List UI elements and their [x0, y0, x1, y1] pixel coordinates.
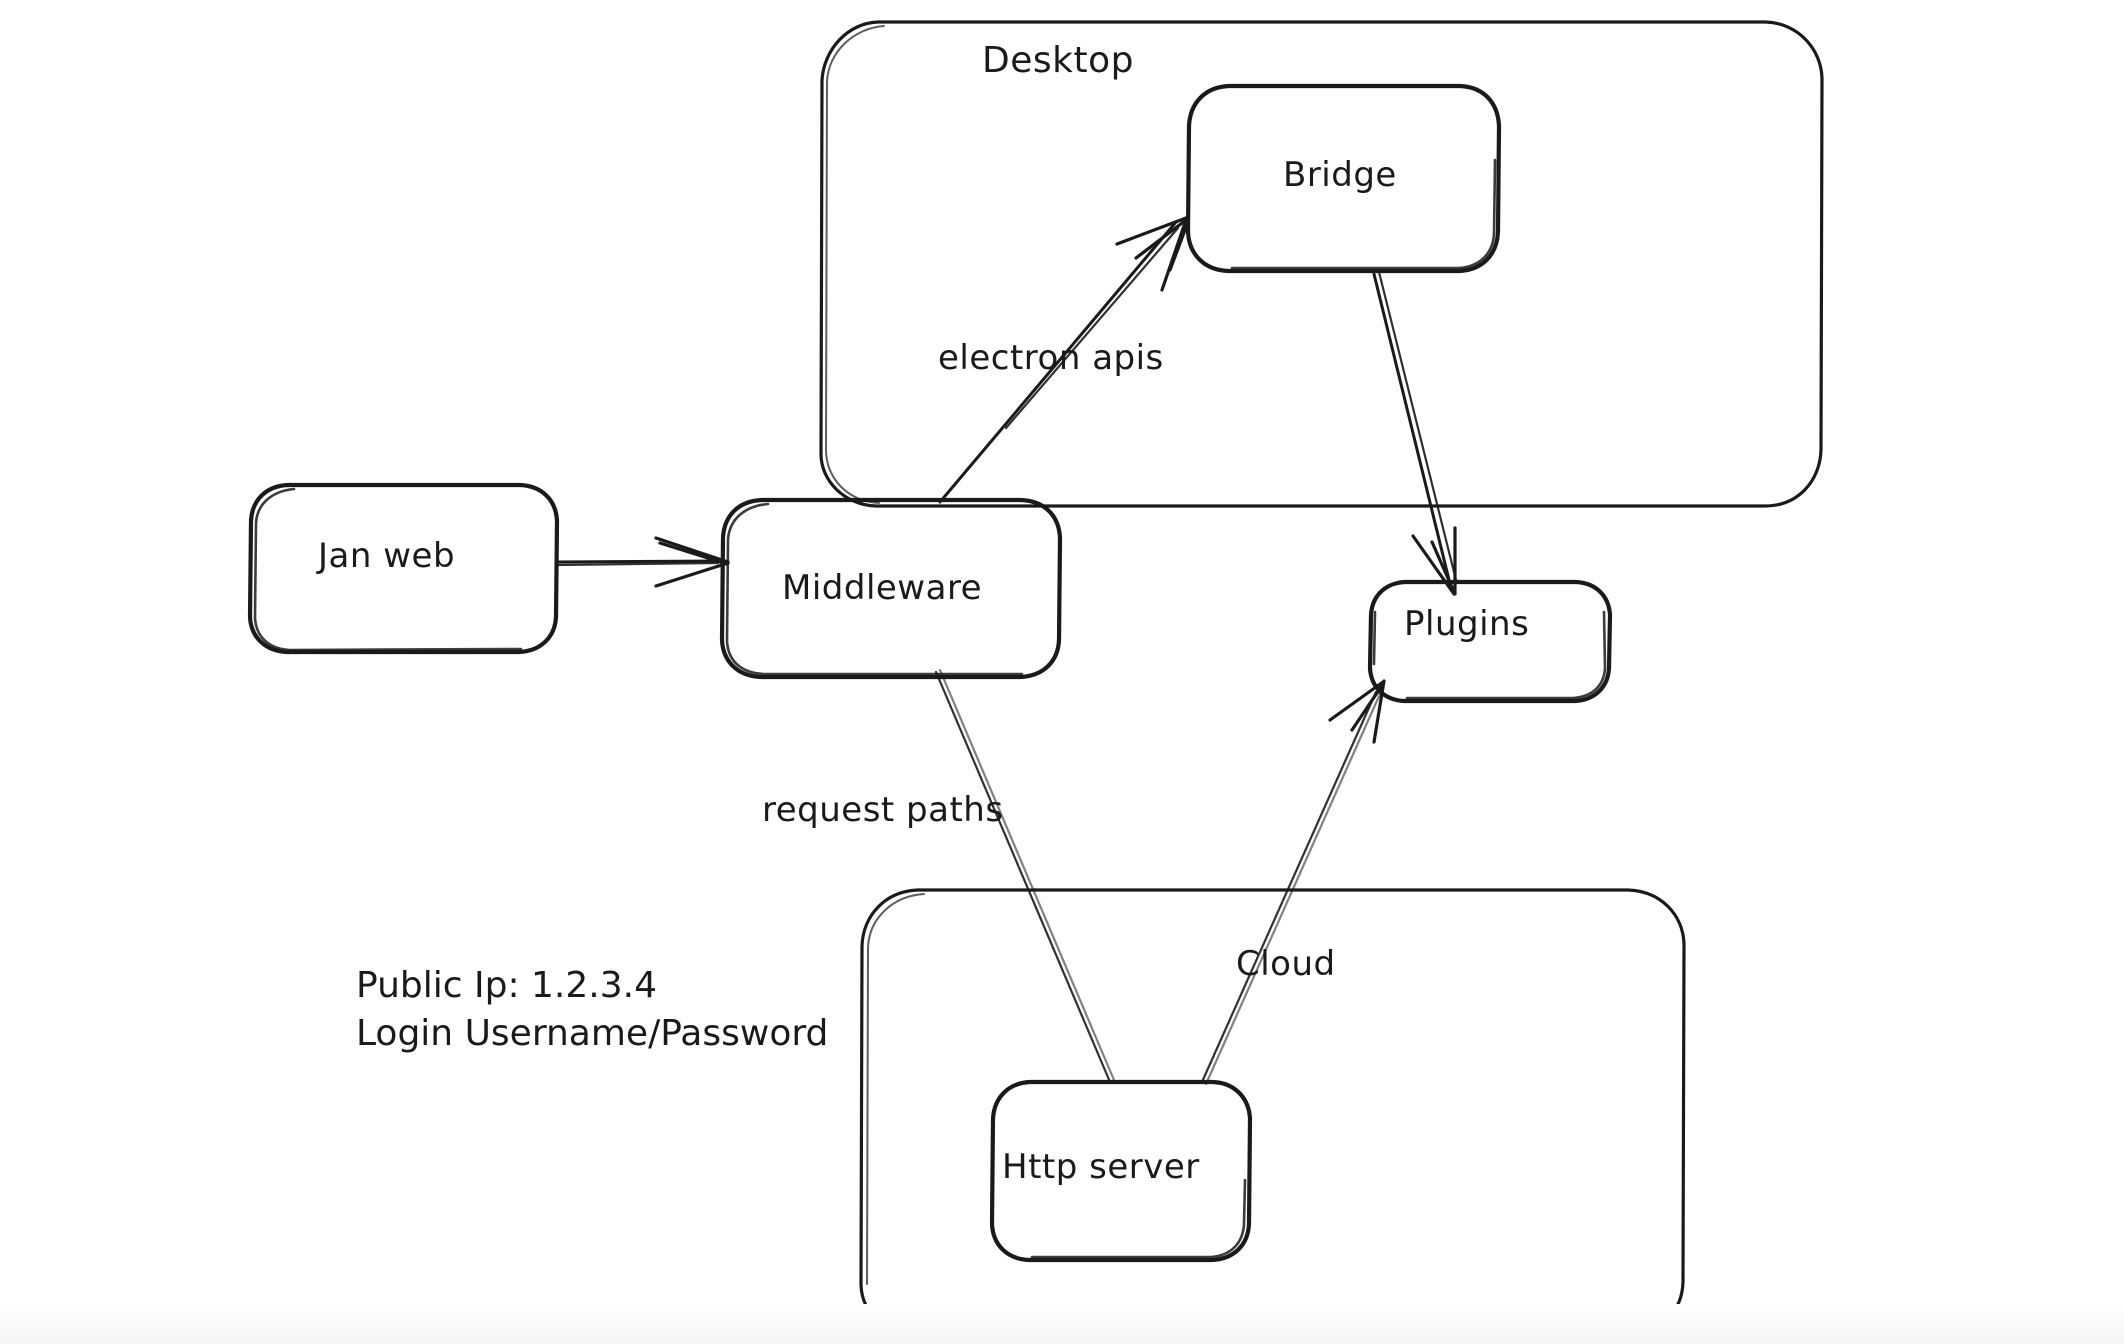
edge-label-request-paths: request paths [762, 790, 1004, 830]
notes-block: Public Ip: 1.2.3.4 Login Username/Passwo… [356, 962, 828, 1057]
edge-middleware-httpserver[interactable] [934, 668, 1116, 1084]
edge-janweb-middleware[interactable] [554, 536, 730, 588]
container-label-desktop: Desktop [982, 40, 1134, 81]
node-label-jan-web: Jan web [318, 536, 456, 576]
node-label-bridge: Bridge [1283, 155, 1397, 195]
edge-middleware-bridge[interactable] [938, 215, 1190, 504]
node-label-middleware: Middleware [782, 568, 983, 608]
edge-httpserver-plugins[interactable] [1200, 679, 1386, 1086]
note-login: Login Username/Password [356, 1012, 829, 1054]
edge-bridge-plugins[interactable] [1372, 270, 1458, 596]
node-http-server-shape[interactable] [989, 1079, 1253, 1263]
node-label-plugins: Plugins [1404, 604, 1530, 644]
edge-label-cloud: Cloud [1236, 944, 1336, 984]
container-desktop-shape[interactable] [819, 20, 1824, 508]
note-public-ip: Public Ip: 1.2.3.4 [356, 965, 657, 1006]
node-middleware-shape[interactable] [719, 497, 1063, 680]
node-label-http-server: Http server [1002, 1147, 1200, 1187]
edge-label-electron-apis: electron apis [938, 338, 1164, 378]
node-bridge-shape[interactable] [1185, 83, 1502, 274]
node-jan-web-shape[interactable] [247, 482, 560, 655]
node-plugins-shape[interactable] [1367, 579, 1613, 704]
